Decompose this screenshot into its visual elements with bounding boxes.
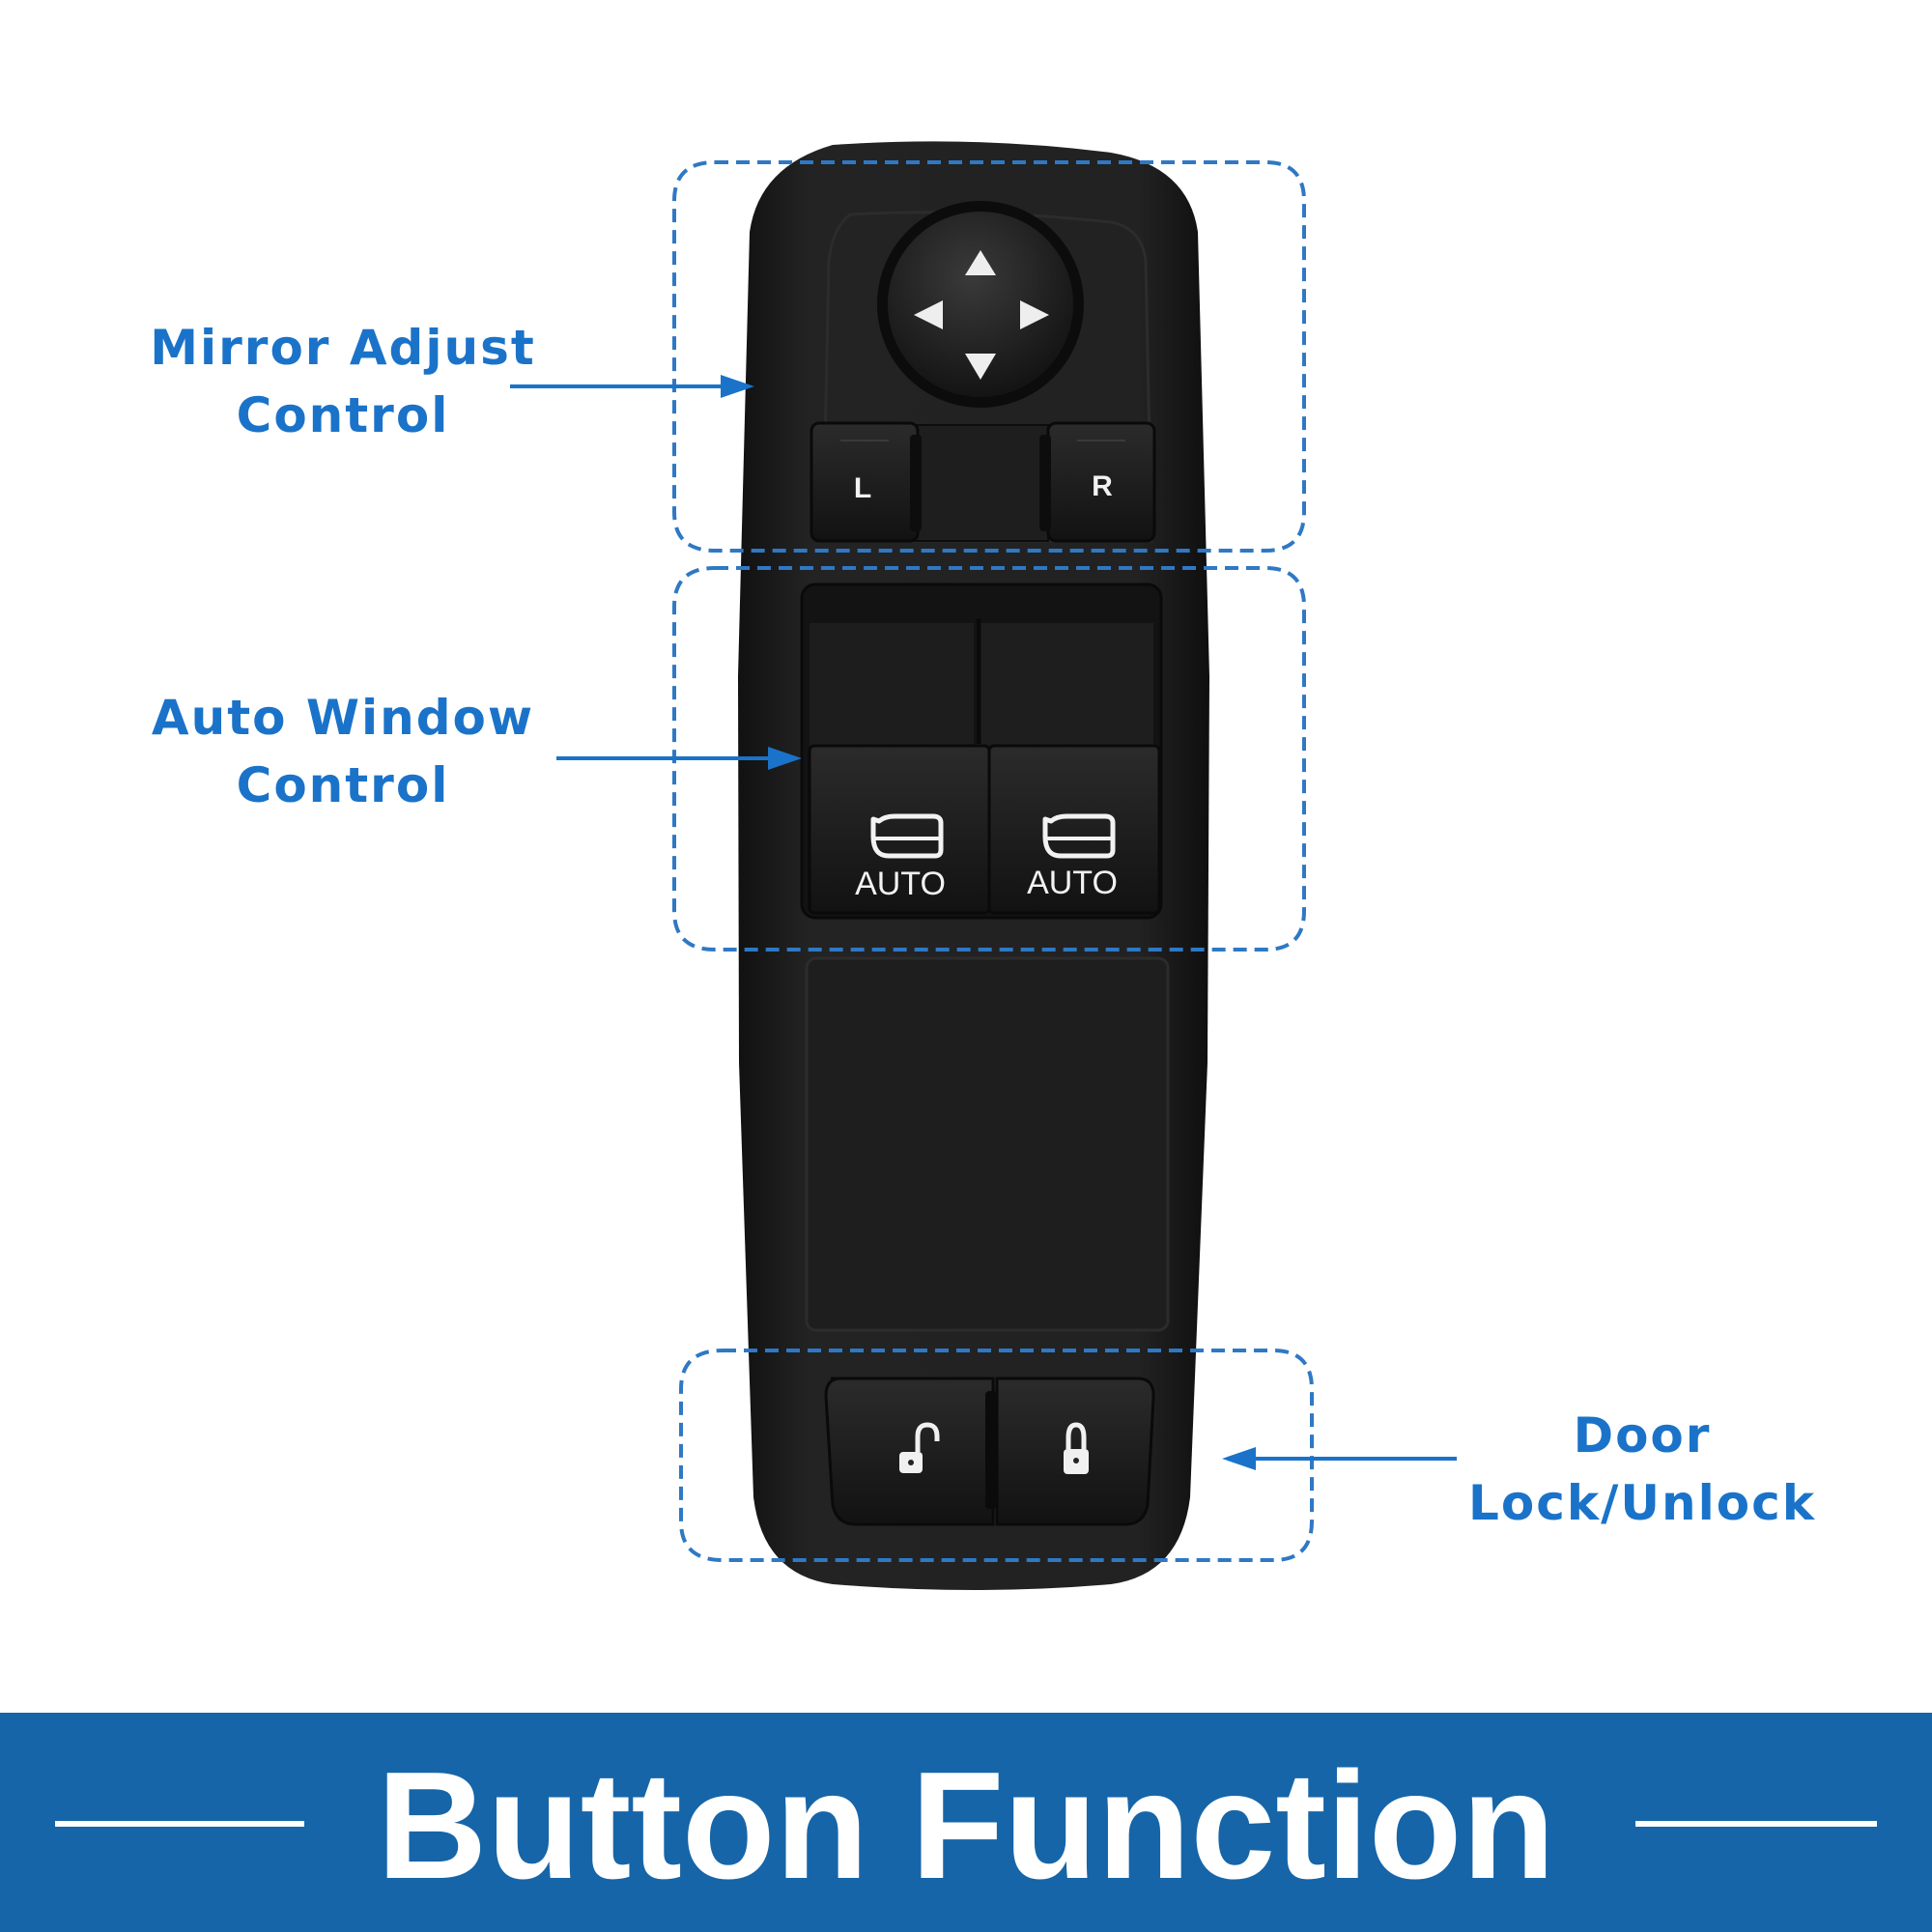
lock-padlock-icon: [1064, 1422, 1089, 1474]
window-right-switch[interactable]: [987, 744, 1161, 915]
arrow-left-icon: [914, 300, 943, 329]
mirror-adjust-callout: Mirror Adjust Control: [126, 314, 560, 449]
mirror-select-right-label: R: [1092, 470, 1113, 502]
lock-callout-arrow: [1222, 1447, 1457, 1470]
callout-line: Mirror Adjust: [150, 320, 536, 376]
window-callout-arrow: [556, 747, 802, 770]
banner-rule-left: [55, 1821, 304, 1827]
banner-rule-right: [1635, 1821, 1877, 1827]
callout-line: Door: [1573, 1407, 1712, 1463]
callout-line: Control: [236, 387, 450, 443]
mirror-joystick-icon[interactable]: [877, 201, 1084, 408]
blank-panel: [805, 956, 1170, 1332]
arrow-right-icon: [1020, 300, 1049, 329]
mirror-select-right-button[interactable]: [1039, 421, 1156, 543]
callout-line: Lock/Unlock: [1468, 1475, 1816, 1531]
window-left-auto-label: AUTO: [855, 866, 946, 902]
mirror-select-left-label: L: [854, 472, 871, 504]
banner-title: Button Function: [377, 1741, 1555, 1911]
window-callout-frame: [672, 566, 1306, 952]
unlock-padlock-icon: [899, 1422, 940, 1473]
arrow-up-icon: [965, 250, 996, 275]
auto-window-callout: Auto Window Control: [126, 684, 560, 819]
mirror-select-left-button[interactable]: [810, 421, 922, 543]
lock-callout-frame: [679, 1349, 1314, 1562]
door-lock-button[interactable]: [995, 1377, 1155, 1526]
door-unlock-button[interactable]: [824, 1377, 995, 1526]
mirror-callout-frame: [672, 160, 1306, 553]
window-right-auto-label: AUTO: [1027, 865, 1118, 901]
mirror-callout-arrow: [510, 375, 754, 398]
arrow-down-icon: [965, 354, 996, 380]
callout-line: Control: [236, 757, 450, 813]
title-banner: [0, 1713, 1932, 1932]
callout-line: Auto Window: [151, 690, 535, 746]
door-lock-callout: Door Lock/Unlock: [1439, 1402, 1845, 1537]
